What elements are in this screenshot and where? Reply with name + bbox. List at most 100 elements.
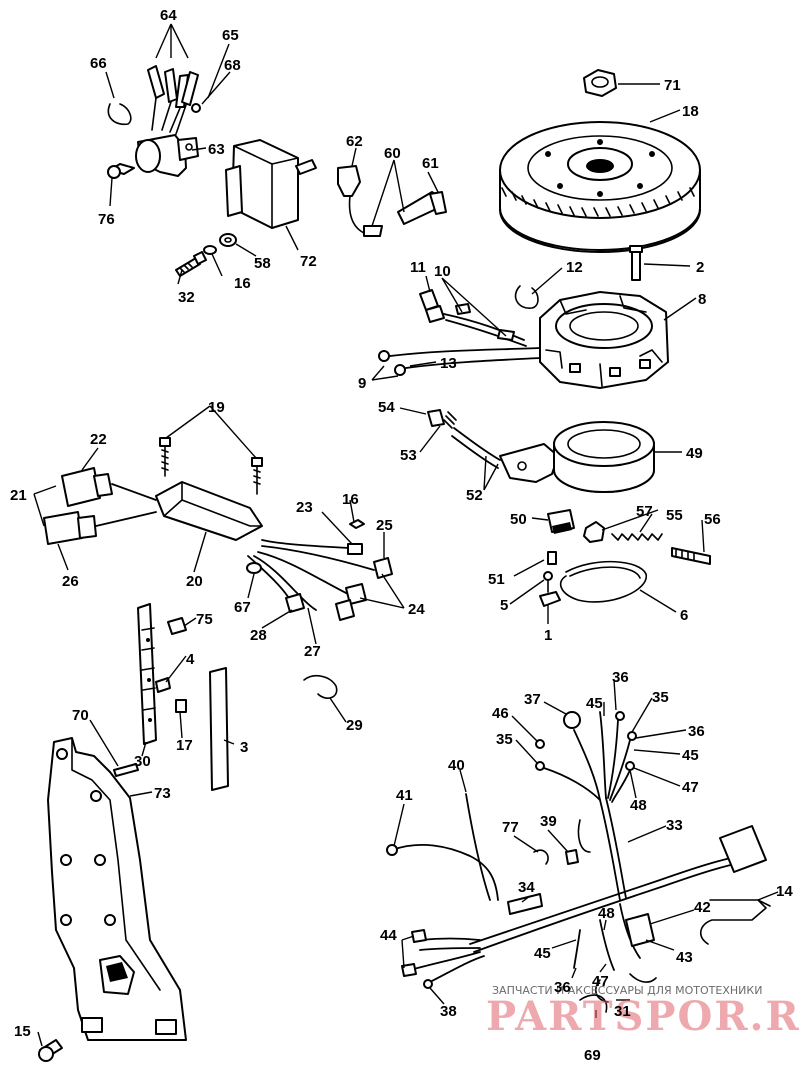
- callout-4: 4: [186, 651, 195, 668]
- callout-53: 53: [400, 447, 417, 464]
- callout-9: 9: [358, 375, 366, 392]
- callout-57: 57: [636, 503, 653, 520]
- callout-45-bottom: 45: [534, 945, 551, 962]
- callout-46: 46: [492, 705, 509, 722]
- callout-6: 6: [680, 607, 688, 624]
- callout-38: 38: [440, 1003, 457, 1020]
- callout-36-mid: 36: [688, 723, 705, 740]
- timer-retaining-parts: [539, 551, 647, 607]
- callout-13: 13: [440, 355, 457, 372]
- callout-70: 70: [72, 707, 89, 724]
- callout-73: 73: [154, 785, 171, 802]
- timer-base-assembly: [427, 409, 655, 534]
- callout-22: 22: [90, 431, 107, 448]
- leader-lines: [33, 23, 779, 1047]
- stator-screw-and-clamp: [514, 245, 643, 309]
- callout-69: 69: [584, 1047, 601, 1064]
- callout-25: 25: [376, 517, 393, 534]
- starter-solenoid-assembly: [107, 65, 201, 179]
- flywheel: [499, 121, 701, 253]
- callout-16-coil: 16: [234, 275, 251, 292]
- callout-20: 20: [186, 573, 203, 590]
- callout-45-top: 45: [586, 695, 603, 712]
- callout-29: 29: [346, 717, 363, 734]
- watermark-logo: PARTSPOR.RU: [486, 993, 800, 1040]
- callout-37: 37: [524, 691, 541, 708]
- callout-51: 51: [488, 571, 505, 588]
- callout-26: 26: [62, 573, 79, 590]
- callout-56: 56: [704, 511, 721, 528]
- callout-2: 2: [696, 259, 704, 276]
- callout-75: 75: [196, 611, 213, 628]
- callout-67: 67: [234, 599, 251, 616]
- callout-5: 5: [500, 597, 508, 614]
- callout-1: 1: [544, 627, 552, 644]
- callout-3: 3: [240, 739, 248, 756]
- callout-62: 62: [346, 133, 363, 150]
- callout-23: 23: [296, 499, 313, 516]
- callout-40: 40: [448, 757, 465, 774]
- callout-63: 63: [208, 141, 225, 158]
- main-wiring-harness: [386, 711, 771, 1013]
- callout-16-harness: 16: [342, 491, 359, 508]
- stator-leads: [378, 289, 541, 376]
- callout-34: 34: [518, 879, 535, 896]
- callout-11: 11: [410, 259, 426, 276]
- callout-numbers: 64 65 66 6 8 63 76 62 60 61 71 18 58 72 1…: [10, 7, 793, 1064]
- callout-49: 49: [686, 445, 703, 462]
- callout-42: 42: [694, 899, 711, 916]
- callout-14: 14: [776, 883, 793, 900]
- callout-36-top: 36: [612, 669, 629, 686]
- callout-32: 32: [178, 289, 195, 306]
- throttle-link-hardware: [583, 521, 711, 565]
- callout-12: 12: [566, 259, 583, 276]
- callout-41: 41: [396, 787, 413, 804]
- callout-39: 39: [540, 813, 557, 830]
- callout-48-top: 48: [630, 797, 647, 814]
- callout-76: 76: [98, 211, 115, 228]
- terminal-block: [137, 603, 229, 791]
- watermark-caption: ЗАПЧАСТИ И АКСЕССУАРЫ ДЛЯ МОТОТЕХНИКИ: [492, 984, 762, 997]
- callout-31: 31: [614, 1003, 631, 1020]
- coil-mounting-hardware: [175, 233, 237, 277]
- power-pack-leads: [246, 519, 393, 621]
- power-pack-assembly: [43, 437, 263, 545]
- callout-72: 72: [300, 253, 317, 270]
- callout-61: 61: [422, 155, 439, 172]
- callout-36-bottom: 36: [554, 979, 571, 996]
- callout-64: 64: [160, 7, 177, 24]
- callout-24: 24: [408, 601, 425, 618]
- spark-plug-boots: [337, 165, 447, 237]
- callout-65: 65: [222, 27, 239, 44]
- callout-19: 19: [208, 399, 225, 416]
- callout-58: 58: [254, 255, 271, 272]
- callout-35-top: 35: [652, 689, 669, 706]
- callout-47-top: 47: [682, 779, 699, 796]
- callout-17: 17: [176, 737, 193, 754]
- callout-45-mid: 45: [682, 747, 699, 764]
- callout-71: 71: [664, 77, 681, 94]
- callout-66: 66: [90, 55, 107, 72]
- callout-18: 18: [682, 103, 699, 120]
- callout-27: 27: [304, 643, 321, 660]
- callout-21: 21: [10, 487, 27, 504]
- callout-77: 77: [502, 819, 519, 836]
- callout-55: 55: [666, 507, 683, 524]
- callout-48-bottom: 48: [598, 905, 615, 922]
- callout-35-mid: 35: [496, 731, 513, 748]
- callout-60: 60: [384, 145, 401, 162]
- callout-33: 33: [666, 817, 683, 834]
- stator: [539, 291, 669, 389]
- callout-28: 28: [250, 627, 267, 644]
- flywheel-nut: [583, 69, 617, 97]
- callout-47-bottom: 47: [592, 973, 609, 990]
- electrical-bracket: [38, 737, 187, 1062]
- callout-54: 54: [378, 399, 395, 416]
- callout-50: 50: [510, 511, 527, 528]
- callout-30: 30: [134, 753, 151, 770]
- callout-44: 44: [380, 927, 397, 944]
- callout-52: 52: [466, 487, 483, 504]
- callout-8: 8: [698, 291, 706, 308]
